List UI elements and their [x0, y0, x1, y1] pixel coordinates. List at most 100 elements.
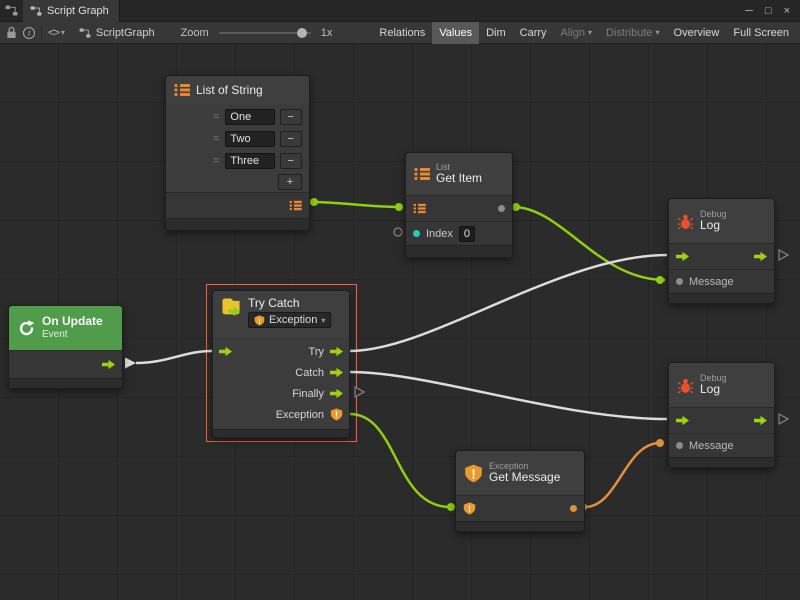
finally-out-port[interactable]	[330, 388, 343, 399]
node-header[interactable]: Try Catch ! Exception ▾	[213, 291, 349, 337]
node-header[interactable]: ! Exception Get Message	[456, 451, 584, 495]
svg-text:!: !	[471, 466, 475, 481]
try-port-row: Try	[213, 341, 349, 362]
item-output-port[interactable]	[498, 205, 505, 212]
node-header[interactable]: List of String	[166, 76, 309, 104]
chevron-down-icon: ▾	[588, 28, 593, 37]
unconnected-flow-port[interactable]	[778, 412, 790, 426]
exception-input-port-icon[interactable]: !	[463, 502, 476, 515]
wire-onupdate-to-trycatch[interactable]	[135, 349, 213, 365]
wire-try-to-logtop[interactable]	[349, 253, 668, 353]
index-value-field[interactable]: 0	[458, 225, 476, 242]
unconnected-value-port[interactable]	[393, 227, 403, 237]
info-icon: i	[23, 26, 35, 39]
zoom-slider[interactable]	[218, 27, 311, 39]
remove-item-button[interactable]: −	[279, 109, 303, 125]
add-item-row: +	[166, 172, 309, 192]
toolbar-button-overview[interactable]: Overview	[673, 26, 720, 39]
output-port-row	[166, 192, 309, 218]
node-list-of-string[interactable]: List of String = One − = Two − = Three −	[165, 75, 310, 231]
chevron-down-icon: ▾	[60, 28, 65, 37]
node-title: Log	[700, 382, 721, 397]
list-item-field[interactable]: Three	[225, 153, 275, 169]
svg-text:!: !	[468, 504, 471, 514]
node-header[interactable]: Debug Log	[669, 199, 774, 243]
chevron-down-icon: ▾	[655, 28, 660, 37]
toolbar-button-dim[interactable]: Dim	[486, 26, 506, 39]
graph-toolbar: i <> ▾ ScriptGraph Zoom 1x Relations Val…	[0, 21, 800, 44]
node-try-catch[interactable]: Try Catch ! Exception ▾ Try Catch	[212, 290, 350, 438]
zoom-handle[interactable]	[296, 27, 307, 38]
add-item-button[interactable]: +	[278, 174, 302, 190]
port-dot	[447, 503, 455, 511]
list-item-field[interactable]: Two	[225, 131, 275, 147]
catch-port-row: Catch	[213, 362, 349, 383]
message-port-row: Message	[669, 433, 774, 457]
minimize-button[interactable]: ─	[745, 4, 753, 17]
wire-list-to-getitem[interactable]	[309, 200, 403, 209]
node-debug-log-bottom[interactable]: Debug Log Message	[668, 362, 775, 468]
index-input-port[interactable]	[413, 230, 420, 237]
drag-handle-icon[interactable]: =	[212, 133, 220, 145]
node-get-message[interactable]: ! Exception Get Message !	[455, 450, 585, 532]
node-header[interactable]: Debug Log	[669, 363, 774, 407]
flow-port-row	[669, 407, 774, 433]
list-input-port-icon[interactable]	[413, 203, 426, 214]
node-on-update[interactable]: On Update Event	[8, 305, 123, 389]
toolbar-button-carry[interactable]: Carry	[519, 26, 547, 39]
node-footer	[456, 521, 584, 531]
maximize-button[interactable]: □	[764, 4, 772, 17]
list-output-port-icon[interactable]	[289, 200, 302, 211]
flow-out-port[interactable]	[754, 415, 767, 426]
window-controls: ─ □ ×	[745, 5, 800, 17]
node-header[interactable]: List Get Item	[406, 153, 512, 195]
toolbar-button-distribute[interactable]: Distribute▾	[606, 26, 660, 39]
edit-source-dropdown[interactable]: <> ▾	[48, 27, 65, 39]
list-item-row: = Two −	[166, 128, 309, 150]
drag-handle-icon[interactable]: =	[212, 111, 220, 123]
wire-getmessage-to-logbottom[interactable]	[584, 441, 661, 509]
node-header[interactable]: On Update Event	[9, 306, 122, 350]
exception-out-port-icon[interactable]: !	[330, 408, 343, 421]
remove-item-button[interactable]: −	[279, 153, 303, 169]
tab-script-graph[interactable]: Script Graph	[23, 0, 120, 22]
message-input-port[interactable]	[676, 442, 683, 449]
node-footer	[166, 218, 309, 230]
flow-out-port[interactable]	[102, 359, 115, 370]
toolbar-button-fullscreen[interactable]: Full Screen	[733, 26, 789, 39]
node-debug-log-top[interactable]: Debug Log Message	[668, 198, 775, 304]
flow-out-port[interactable]	[754, 251, 767, 262]
toolbar-button-align[interactable]: Align▾	[560, 26, 593, 39]
index-port-row: Index 0	[406, 221, 512, 245]
bug-icon	[677, 214, 694, 229]
exception-type-dropdown[interactable]: ! Exception ▾	[248, 312, 332, 328]
remove-item-button[interactable]: −	[279, 131, 303, 147]
wire-catch-to-logbottom[interactable]	[349, 370, 668, 421]
toolbar-button-relations[interactable]: Relations	[379, 26, 426, 39]
port-dot	[395, 203, 403, 211]
svg-text:!: !	[335, 410, 338, 420]
unconnected-flow-port[interactable]	[778, 248, 790, 262]
list-item-field[interactable]: One	[225, 109, 275, 125]
toolbar-button-values[interactable]: Values	[432, 21, 480, 44]
wire-exception-to-getmessage[interactable]	[349, 412, 451, 509]
flow-in-port[interactable]	[676, 251, 689, 262]
drag-handle-icon[interactable]: =	[212, 155, 220, 167]
message-input-port[interactable]	[676, 278, 683, 285]
close-button[interactable]: ×	[783, 4, 790, 17]
titlebar: Script Graph ─ □ ×	[0, 0, 800, 22]
flow-in-port[interactable]	[219, 346, 232, 357]
catch-out-port[interactable]	[330, 367, 343, 378]
inspect-button[interactable]: i	[23, 26, 35, 39]
graph-window-icon	[0, 5, 23, 16]
message-output-port[interactable]	[570, 505, 577, 512]
graph-canvas[interactable]: List of String = One − = Two − = Three −	[0, 44, 800, 600]
node-get-item[interactable]: List Get Item Index 0	[405, 152, 513, 258]
try-out-port[interactable]	[330, 346, 343, 357]
lock-button[interactable]	[6, 26, 17, 39]
flow-in-port[interactable]	[676, 415, 689, 426]
list-items: = One − = Two − = Three − +	[166, 104, 309, 192]
breadcrumb[interactable]: ScriptGraph	[79, 27, 155, 39]
wire-getitem-to-logtop[interactable]	[512, 205, 666, 282]
